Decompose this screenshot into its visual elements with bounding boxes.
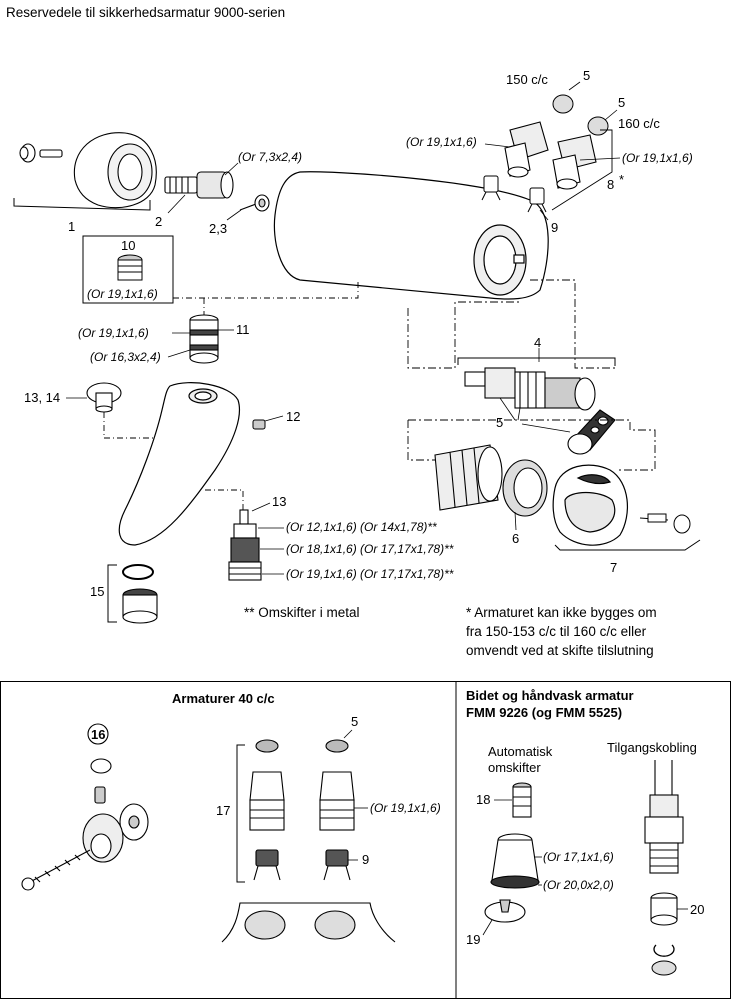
part-2-spindle [164,171,234,199]
part-7-handle [552,464,628,546]
dash-spout-13 [205,489,244,510]
aerator [122,588,158,624]
connector-150 [504,121,549,178]
part-19-disc [484,899,526,923]
aerator-washer [122,564,154,580]
bracket-1 [13,198,151,211]
label-5c: 5 [496,415,503,430]
cc-160: 160 c/c [618,116,660,131]
oring-row-2: (Or 18,1x1,6) (Or 17,17x1,78)** [286,542,454,556]
strainer-160 [587,116,609,136]
oring-7-3: (Or 7,3x2,4) [238,150,302,164]
oring-top-right: (Or 19,1x1,6) [622,151,693,165]
panel-left-fittings [249,739,355,881]
page-title: Reservedele til sikkerhedsarmatur 9000-s… [6,5,285,20]
supply-hose [644,760,684,874]
part-10-insert [117,254,143,281]
check-valves-top [481,175,547,213]
temperature-lever [567,409,616,455]
spout [118,382,241,546]
part-7-screw [639,513,691,534]
label-15: 15 [90,584,104,599]
label-23: 2,3 [209,221,227,236]
label-8: 8 [607,177,614,192]
part-16-parts [21,758,149,891]
panel-left-label-9: 9 [362,852,369,867]
bracket-8 [551,129,613,211]
label-13: 13 [272,494,286,509]
panel-right-auto-1: Automatisk [488,744,553,759]
panel-right-oring-17: (Or 17,1x1,6) [543,850,614,864]
bracket-17 [236,744,245,883]
panel-right-label-19: 19 [466,932,480,947]
panel-right-valve [490,833,540,889]
label-16-circle [87,723,109,745]
panel-right-oring-20: (Or 20,0x2,0) [543,878,614,892]
label-5b: 5 [618,95,625,110]
label-2: 2 [155,214,162,229]
cc-150: 150 c/c [506,72,548,87]
part-20-check-valve [650,892,678,926]
part-1-handle-cap [19,132,157,209]
connector-160 [552,134,597,190]
panel-left-label-5: 5 [351,714,358,729]
panel-left-body [221,902,396,943]
label-10: 10 [121,238,135,253]
oring-row-1: (Or 12,1x1,6) (Or 14x1,78)** [286,520,437,534]
part-13-diverter [228,509,262,581]
label-8-star: * [619,172,624,187]
dash-body-6 [407,419,656,471]
bearing-cartridge [434,444,503,511]
label-1: 1 [68,219,75,234]
label-1314: 13, 14 [24,390,60,405]
part-4-cartridge [464,367,596,411]
strainer-150 [552,94,574,114]
dash-body-4 [407,279,615,369]
label-11: 11 [236,322,250,337]
panel-left-heading: Armaturer 40 c/c [172,691,275,706]
panel-right-strainer [651,960,677,976]
retaining-clip [653,944,675,957]
panel-right-tilgang: Tilgangskobling [607,740,697,755]
panel-right-label-20: 20 [690,902,704,917]
panel-left-label-17: 17 [216,803,230,818]
part-6-ring [502,459,548,517]
oring-11: (Or 19,1x1,6) [78,326,149,340]
oring-10: (Or 19,1x1,6) [87,287,158,301]
part-18-switch [512,782,532,818]
oring-top-left: (Or 19,1x1,6) [406,135,477,149]
label-9: 9 [551,220,558,235]
bracket-7 [554,539,701,551]
box-10 [82,235,174,304]
bracket-4 [457,357,616,366]
note-star-1: * Armaturet kan ikke bygges om [466,605,657,620]
panel-left-oring: (Or 19,1x1,6) [370,801,441,815]
label-5a: 5 [583,68,590,83]
panel-right-heading-2: FMM 9226 (og FMM 5525) [466,705,622,720]
part-23-screw [239,194,270,212]
bracket-15 [107,564,117,623]
mixer-body [273,171,549,300]
panel-right-auto-2: omskifter [488,760,541,775]
note-metal: ** Omskifter i metal [244,605,360,620]
label-6: 6 [512,531,519,546]
oring-row-3: (Or 19,1x1,6) (Or 17,17x1,78)** [286,567,454,581]
label-4: 4 [534,335,541,350]
note-star-3: omvendt ved at skifte tilslutning [466,643,654,658]
label-16: 16 [91,727,105,742]
oring-16-3: (Or 16,3x2,4) [90,350,161,364]
label-7: 7 [610,560,617,575]
part-12-screw [252,419,266,430]
part-1314-knob [86,382,122,413]
note-star-2: fra 150-153 c/c til 160 c/c eller [466,624,647,639]
panel-right-label-18: 18 [476,792,490,807]
part-11-cartridge [189,314,219,364]
panel-right-heading-1: Bidet og håndvask armatur [466,688,634,703]
label-12: 12 [286,409,300,424]
dash-10-body [173,282,359,299]
